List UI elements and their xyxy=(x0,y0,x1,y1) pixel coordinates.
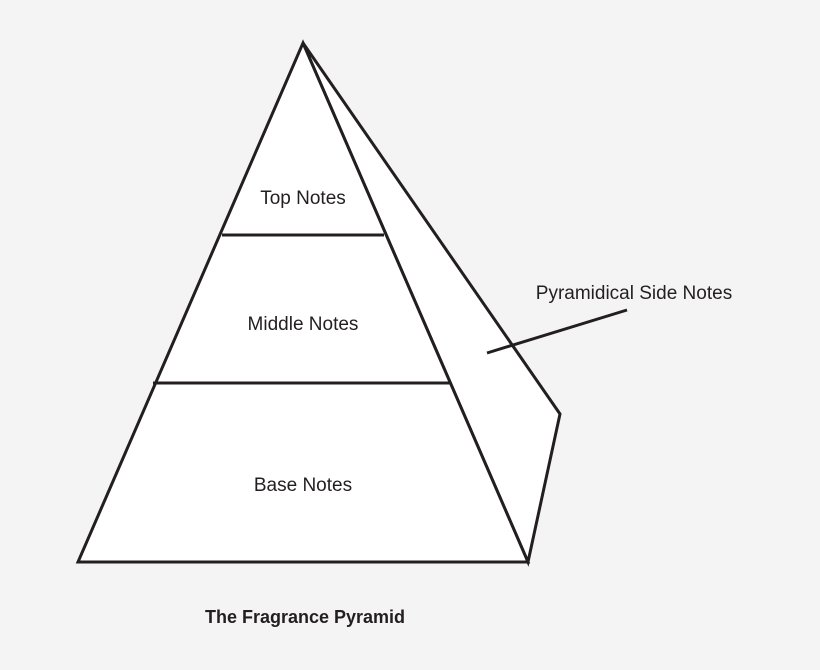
pyramid-front-face xyxy=(75,39,531,564)
annotation-leader-line xyxy=(486,308,628,355)
band-label-base: Base Notes xyxy=(254,475,352,496)
band-label-middle: Middle Notes xyxy=(248,314,359,335)
band-label-top: Top Notes xyxy=(260,188,346,209)
annotation-label-side-notes: Pyramidical Side Notes xyxy=(536,283,732,304)
diagram-caption: The Fragrance Pyramid xyxy=(205,607,405,627)
